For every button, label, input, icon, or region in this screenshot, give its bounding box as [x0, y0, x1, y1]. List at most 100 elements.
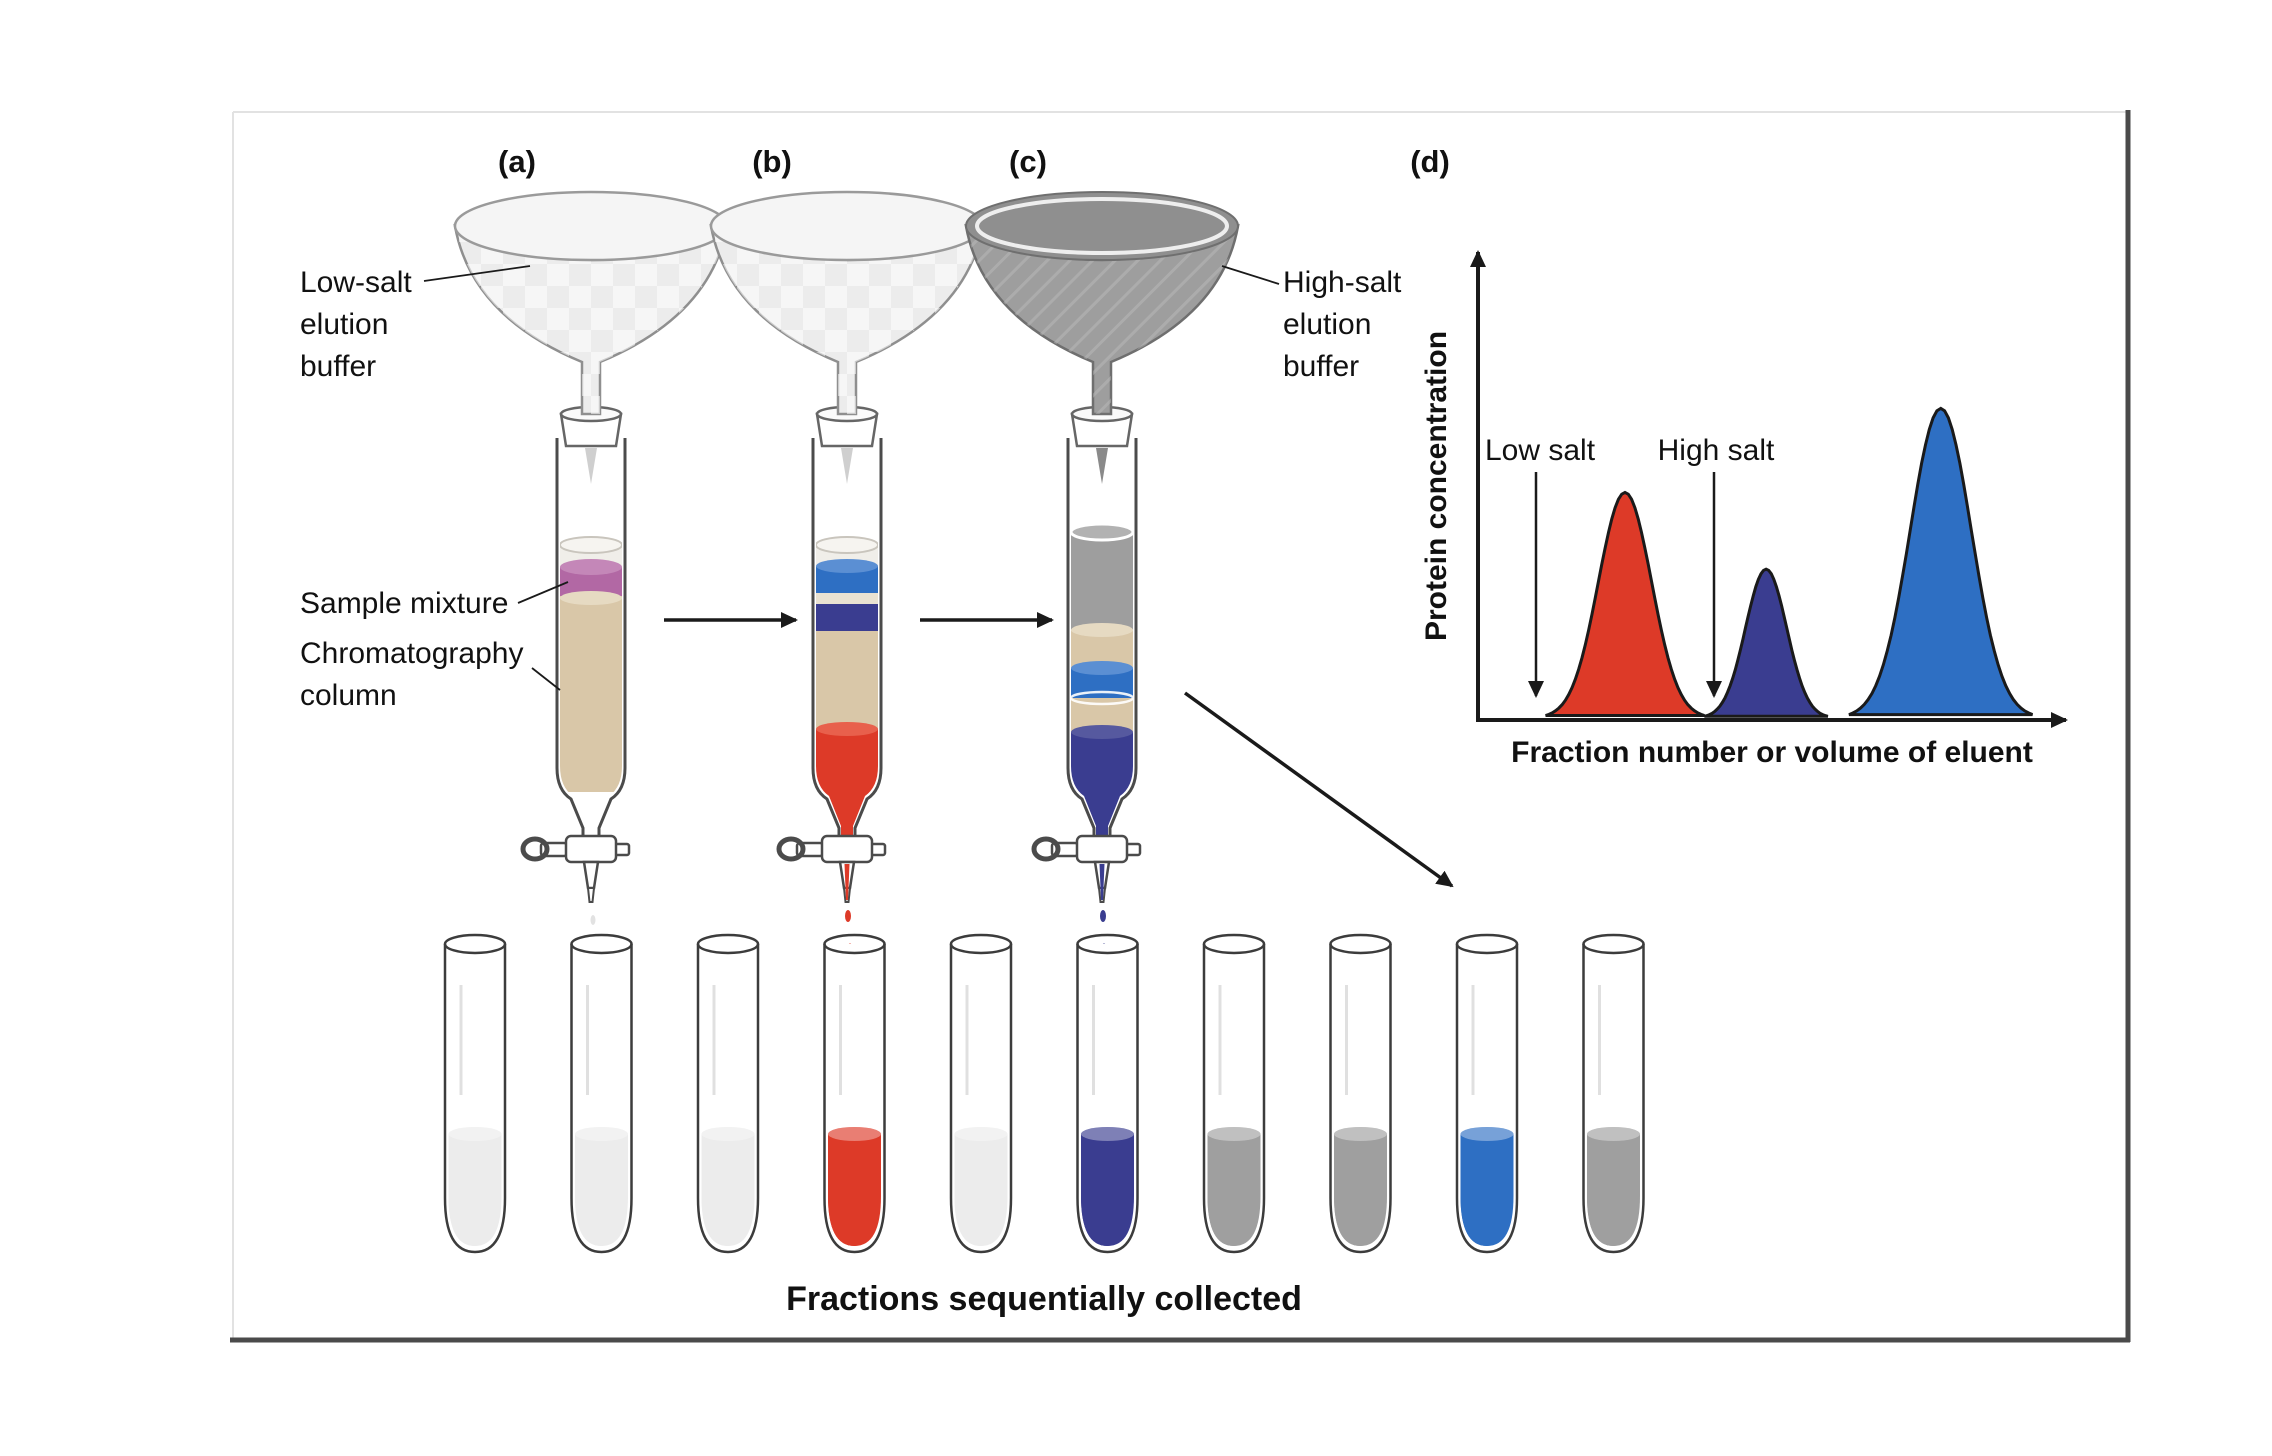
- tube-liquid-body: [448, 1134, 502, 1246]
- funnel-c-rim: [965, 191, 1239, 261]
- tube-mouth: [1455, 933, 1519, 955]
- chromatography-column-label-line2: column: [300, 679, 397, 712]
- high-salt-buffer-label-line3: buffer: [1283, 350, 1359, 383]
- tube-liquid-body: [954, 1134, 1008, 1246]
- figure-frame: [230, 110, 2131, 1343]
- panel-label-c: (c): [1009, 144, 1047, 179]
- column-b: [709, 190, 985, 1109]
- peak-protein-3: [1848, 406, 2034, 717]
- tube-liquid-highlight: [1334, 1127, 1387, 1141]
- peak-protein-1: [1545, 490, 1705, 717]
- tube-liquid-highlight: [1460, 1127, 1514, 1141]
- tube-mouth: [1329, 933, 1392, 955]
- panel-label-d: (d): [1410, 144, 1450, 179]
- elution-profile-chart: Protein concentration Fraction number or…: [1420, 250, 2068, 769]
- test-tube-2: [570, 933, 633, 1254]
- low-salt-buffer-label-line1: Low-salt: [300, 266, 412, 299]
- sample-mixture-pointer-line: [517, 581, 569, 604]
- tube-liquid-highlight: [701, 1127, 755, 1141]
- sample-mixture-label: Sample mixture: [300, 587, 508, 620]
- high-salt-buffer-layer: [1071, 532, 1133, 630]
- navy-eluate-stream: [1099, 864, 1105, 900]
- liquid-surface: [816, 536, 878, 554]
- y-axis-label: Protein concentration: [1420, 331, 1453, 641]
- matrix-top: [560, 591, 622, 605]
- tube-liquid-surface: [954, 1127, 1008, 1141]
- column-b-contents: [816, 536, 878, 842]
- funnel-a-rim: [453, 190, 729, 262]
- tube-liquid-highlight: [448, 1127, 502, 1141]
- low-salt-pointer-line: [423, 265, 531, 282]
- tube-liquid-body: [1207, 1134, 1261, 1246]
- protein-band-navy: [816, 604, 878, 631]
- test-tube-1: [443, 933, 507, 1254]
- tube-liquid-body: [828, 1134, 881, 1246]
- tube-mouth: [823, 933, 886, 955]
- chart-peaks: [1545, 406, 2034, 718]
- tube-liquid-body: [1587, 1134, 1640, 1246]
- funnel-spout: [841, 448, 853, 484]
- tube-liquid-highlight: [1207, 1127, 1261, 1141]
- high-salt-annotation: High salt: [1658, 434, 1775, 467]
- tube-liquid-surface: [1334, 1127, 1387, 1141]
- drip: [590, 915, 596, 925]
- tube-liquid-highlight: [1587, 1127, 1640, 1141]
- funnel-c-rim-highlight: [975, 197, 1229, 255]
- test-tube-3: [696, 933, 760, 1254]
- test-tube-5: [949, 933, 1013, 1254]
- tube-liquid-body: [575, 1134, 628, 1246]
- liquid-surface: [560, 536, 622, 554]
- tube-mouth: [570, 933, 633, 955]
- matrix-top: [1071, 623, 1133, 637]
- column-matrix: [816, 631, 878, 729]
- tube-mouth: [949, 933, 1013, 955]
- test-tube-9: [1455, 933, 1519, 1254]
- blue-band-top: [1071, 661, 1133, 675]
- tube-liquid-highlight: [954, 1127, 1008, 1141]
- tube-liquid-surface: [575, 1127, 628, 1141]
- fractions-caption: Fractions sequentially collected: [786, 1280, 1302, 1318]
- tube-mouth: [696, 933, 760, 955]
- tube-liquid-surface: [1207, 1127, 1261, 1141]
- panel-label-b: (b): [752, 144, 792, 179]
- test-tube-10: [1582, 933, 1645, 1254]
- navy-band-top: [1071, 725, 1133, 739]
- tube-liquid-surface: [701, 1127, 755, 1141]
- funnel-spout: [585, 448, 597, 484]
- tube-liquid-body: [1334, 1134, 1387, 1246]
- red-eluate-stream: [844, 864, 850, 900]
- test-tubes: [443, 933, 1645, 1254]
- column-matrix: [560, 596, 622, 792]
- test-tube-4: [823, 933, 886, 1254]
- tube-liquid-surface: [1081, 1127, 1134, 1141]
- red-band-top: [816, 722, 878, 736]
- tube-mouth: [1582, 933, 1645, 955]
- funnel-spout: [1096, 448, 1108, 484]
- diagram-labels: Low-salt elution buffer Sample mixture C…: [300, 265, 1402, 712]
- column-a-contents: [560, 536, 622, 792]
- tube-liquid-surface: [448, 1127, 502, 1141]
- panel-label-a: (a): [498, 144, 536, 179]
- band-gap: [816, 593, 878, 604]
- low-salt-buffer-label-line3: buffer: [300, 350, 376, 383]
- blue-band-top: [816, 559, 878, 573]
- drip: [1100, 910, 1106, 922]
- peak-protein-2: [1704, 567, 1829, 718]
- tube-liquid-highlight: [828, 1127, 881, 1141]
- liquid-surface: [1071, 522, 1133, 542]
- sample-band-top: [560, 559, 622, 575]
- tube-mouth: [1202, 933, 1266, 955]
- low-salt-buffer-label-line2: elution: [300, 308, 388, 341]
- tube-liquid-surface: [828, 1127, 881, 1141]
- arrow-c-to-fractions: [1183, 691, 1454, 888]
- tube-liquid-surface: [1460, 1127, 1514, 1141]
- tube-liquid-surface: [1587, 1127, 1640, 1141]
- column-a: [453, 190, 729, 902]
- tube-liquid-highlight: [1081, 1127, 1134, 1141]
- tube-liquid-body: [701, 1134, 755, 1246]
- low-salt-annotation: Low salt: [1485, 434, 1596, 467]
- tube-mouth: [1076, 933, 1139, 955]
- x-axis-label: Fraction number or volume of eluent: [1511, 736, 2033, 769]
